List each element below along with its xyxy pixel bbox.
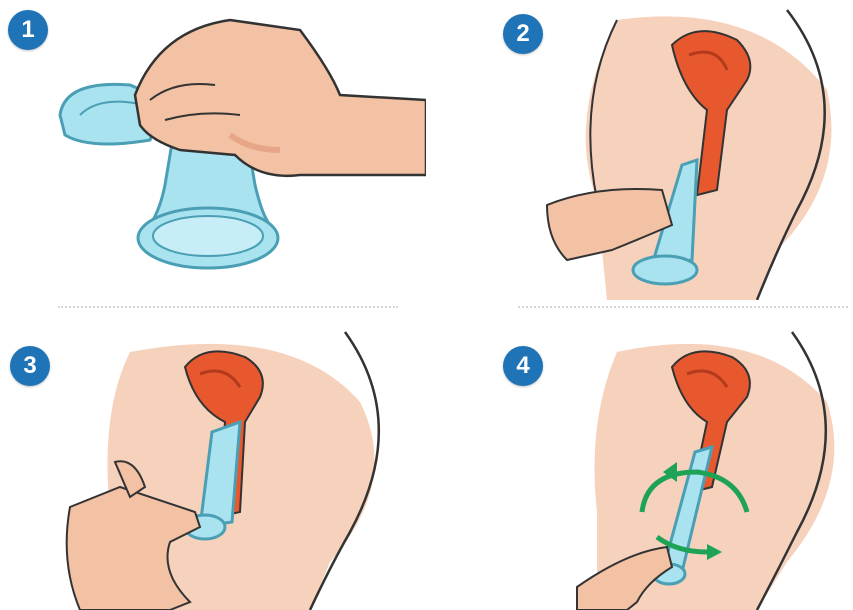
push-inner-ring-icon — [0, 312, 426, 610]
step-4-badge: 4 — [503, 346, 543, 386]
step-1-panel: 1 — [0, 0, 426, 300]
adjust-outer-ring-icon — [427, 312, 853, 610]
step-2-panel: 2 — [427, 0, 853, 300]
insert-condom-icon — [427, 0, 853, 300]
divider-left — [58, 306, 398, 308]
step-1-badge: 1 — [8, 10, 48, 50]
step-3-badge: 3 — [10, 346, 50, 386]
squeeze-inner-ring-icon — [0, 0, 426, 300]
step-4-panel: 4 — [427, 312, 853, 610]
divider-right — [518, 306, 848, 308]
step-3-panel: 3 — [0, 312, 426, 610]
step-2-badge: 2 — [503, 14, 543, 54]
